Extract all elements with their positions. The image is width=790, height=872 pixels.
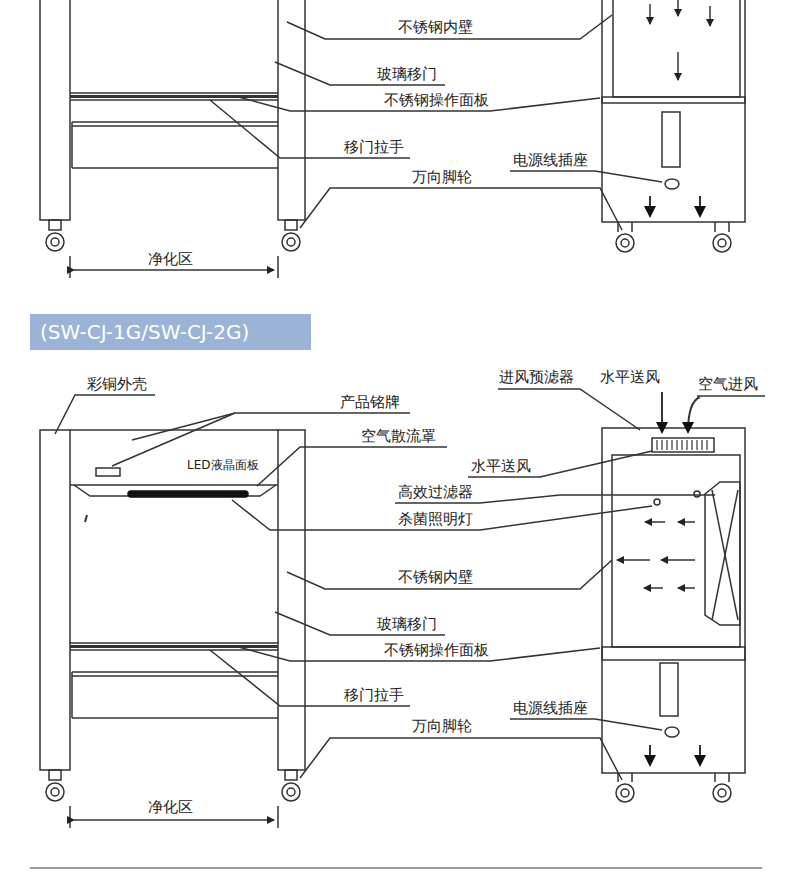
callout-label: 高效过滤器 — [397, 483, 474, 501]
callout-label: 万向脚轮 — [411, 168, 473, 186]
callout-label: 玻璃移门 — [376, 65, 438, 83]
callout-label: 净化区 — [147, 250, 194, 268]
callout-label: 水平送风 — [599, 368, 661, 386]
callout-label: LED液晶面板 — [186, 458, 260, 473]
callout-label: 电源线插座 — [512, 699, 589, 717]
model-banner: (SW-CJ-1G/SW-CJ-2G) — [30, 314, 311, 350]
callout-label: 净化区 — [147, 798, 194, 816]
callout-label: 不锈钢操作面板 — [383, 91, 490, 109]
callout-label: 不锈钢操作面板 — [383, 641, 490, 659]
callout-label: 杀菌照明灯 — [397, 510, 474, 528]
callout-label: 进风预滤器 — [498, 368, 575, 386]
callout-label: 空气进风 — [697, 375, 759, 393]
callout-label: 电源线插座 — [512, 151, 589, 169]
callout-label: 移门拉手 — [343, 138, 405, 156]
callout-label: 彩铜外壳 — [86, 375, 148, 393]
callout-label: 空气散流罩 — [360, 427, 437, 445]
callout-label: 不锈钢内壁 — [397, 568, 474, 586]
callout-label: 移门拉手 — [343, 686, 405, 704]
callout-label: 不锈钢内壁 — [397, 18, 474, 36]
callout-label: 产品铭牌 — [339, 393, 401, 411]
callout-label: 玻璃移门 — [376, 615, 438, 633]
callout-label: 万向脚轮 — [411, 717, 473, 735]
model-text: (SW-CJ-1G/SW-CJ-2G) — [40, 320, 249, 344]
callout-label: 水平送风 — [470, 457, 532, 475]
